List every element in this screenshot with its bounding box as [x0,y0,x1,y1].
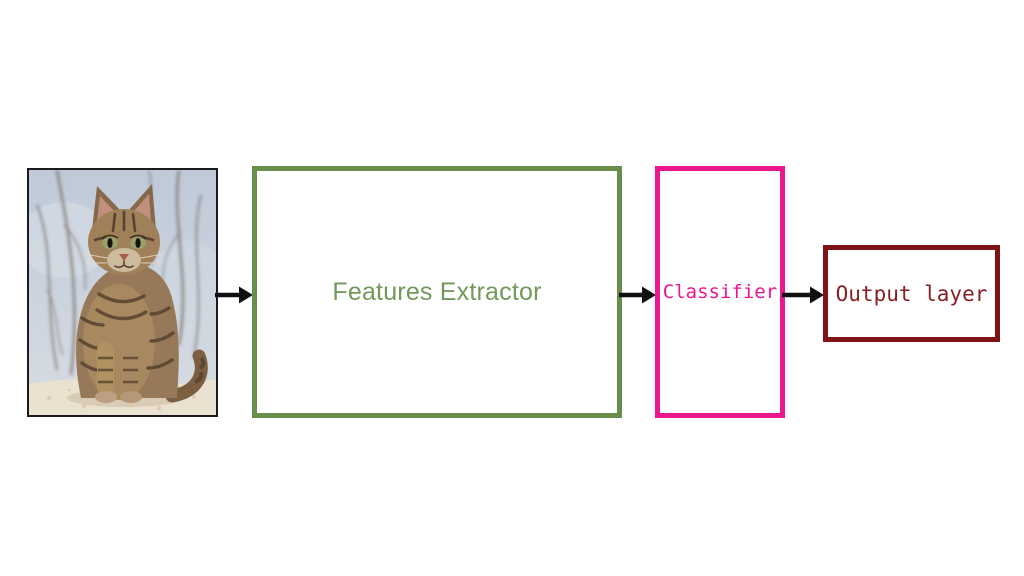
classifier-label: Classifier [662,281,778,303]
cat-photo-illustration [29,170,216,415]
output-layer-label: Output layer [835,281,988,306]
classifier-box: Classifier [655,166,785,418]
features-extractor-label: Features Extractor [332,277,542,306]
features-extractor-box: Features Extractor [252,166,622,418]
arrow-features-to-classifier [619,286,656,304]
input-image-cat [27,168,218,417]
arrow-input-to-features [215,286,253,304]
output-layer-box: Output layer [823,245,1000,342]
arrow-classifier-to-output [782,286,824,304]
